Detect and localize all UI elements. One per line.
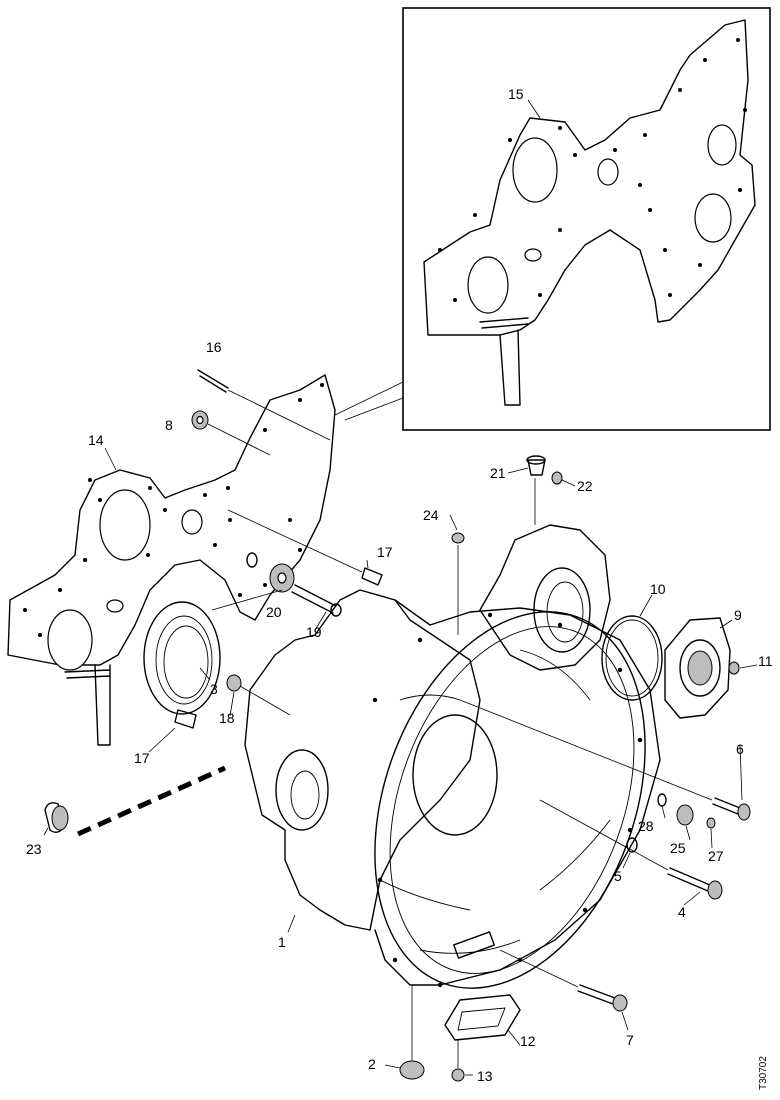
washer-5 [626, 837, 638, 853]
callout-20: 20 [266, 604, 282, 620]
inset-hole-small [597, 158, 619, 186]
starter-bore-inner [546, 581, 584, 643]
callout-22: 22 [577, 478, 593, 494]
plate-14-bracket [94, 664, 111, 746]
inset-hole-large-1 [512, 137, 558, 203]
callout-10: 10 [650, 581, 666, 597]
callout-leaders [43, 99, 758, 1076]
plate-14-hole-mid [106, 599, 124, 613]
seal-3 [143, 601, 221, 715]
callout-12: 12 [520, 1033, 536, 1049]
inset-pin [479, 317, 529, 329]
seal-27 [706, 817, 716, 829]
callout-3: 3 [210, 681, 218, 697]
inset-hole-right-1 [707, 124, 737, 166]
callout-23: 23 [26, 841, 42, 857]
callout-17-lower: 17 [134, 750, 150, 766]
plug-22 [551, 471, 563, 485]
starter-bore [533, 567, 591, 653]
timing-plate-14 [7, 374, 336, 746]
stud-16 [197, 369, 331, 441]
bolt-24 [451, 532, 465, 635]
callout-4: 4 [678, 904, 686, 920]
callout-18: 18 [219, 710, 235, 726]
callout-13: 13 [477, 1068, 493, 1084]
housing-bore [412, 714, 498, 836]
housing-left-body [244, 589, 481, 931]
inset-hole-large-2 [467, 256, 509, 314]
inset-plate-bracket [499, 329, 521, 406]
nut-8 [191, 410, 271, 456]
plate-14-hole-small [181, 509, 203, 535]
callout-25: 25 [670, 840, 686, 856]
dowel-17-lower [174, 709, 197, 729]
o-ring-10 [601, 615, 663, 701]
plug-25 [676, 804, 694, 826]
callout-17-upper: 17 [377, 544, 393, 560]
figure-reference-code: T30702 [758, 1056, 769, 1090]
bolt-4 [539, 799, 723, 900]
plate-14-pin [64, 669, 111, 679]
drain-plug-2 [399, 985, 425, 1080]
inset-hole-right-2 [694, 193, 732, 243]
bolt-13 [451, 1040, 465, 1082]
callout-5: 5 [614, 868, 622, 884]
housing-ribs [379, 649, 611, 954]
housing-side-bore-inner [290, 770, 320, 820]
cover-9 [664, 617, 731, 719]
callout-6: 6 [736, 741, 744, 757]
seal-3-lip [163, 625, 209, 699]
flywheel-housing-1 [244, 524, 661, 989]
callout-labels: 15 16 8 14 17 20 19 3 18 17 23 21 22 24 … [26, 86, 773, 1084]
housing-side-bore [275, 749, 329, 831]
bolt-18 [226, 674, 291, 716]
inset-hole-mid [524, 248, 542, 262]
callout-27: 27 [708, 848, 724, 864]
plate-14-bolt-holes [23, 383, 324, 637]
housing-flange-inner [389, 626, 635, 974]
seal-3-outer [143, 601, 221, 715]
housing-top-web [374, 599, 661, 986]
callout-2: 2 [368, 1056, 376, 1072]
callout-11: 11 [758, 653, 773, 669]
callout-8: 8 [165, 417, 173, 433]
inset-bolt-holes [438, 38, 747, 302]
plate-14-hole-large-1 [99, 489, 151, 561]
bolt-11 [728, 661, 740, 675]
seal-3-inner [155, 615, 213, 705]
cover-21 [526, 455, 546, 525]
callout-15: 15 [508, 86, 524, 102]
callout-7: 7 [626, 1032, 634, 1048]
housing-pad [453, 931, 495, 959]
washer-28 [657, 793, 667, 807]
callout-19: 19 [306, 624, 322, 640]
housing-flange-outer [374, 611, 646, 989]
starter-boss [479, 524, 611, 671]
callout-1: 1 [278, 934, 286, 950]
callout-28: 28 [638, 818, 654, 834]
plug-23 [44, 765, 227, 837]
callout-9: 9 [734, 607, 742, 623]
housing-flange-bolt-holes [372, 612, 643, 988]
dowel-17-upper [227, 509, 383, 586]
detail-inset [402, 7, 771, 431]
callout-24: 24 [423, 507, 439, 523]
pin-19 [291, 584, 342, 617]
callout-16: 16 [206, 339, 222, 355]
bolt-6 [459, 699, 751, 821]
bushing-20 [246, 552, 295, 593]
bolt-7 [499, 949, 628, 1012]
inset-plate-outline [423, 19, 756, 336]
plate-14-hole-large-2 [47, 609, 93, 671]
cover-12 [444, 994, 521, 1041]
callout-21: 21 [490, 465, 506, 481]
inset-leader [334, 381, 404, 421]
callout-14: 14 [88, 432, 104, 448]
plate-14-outline [7, 374, 336, 666]
